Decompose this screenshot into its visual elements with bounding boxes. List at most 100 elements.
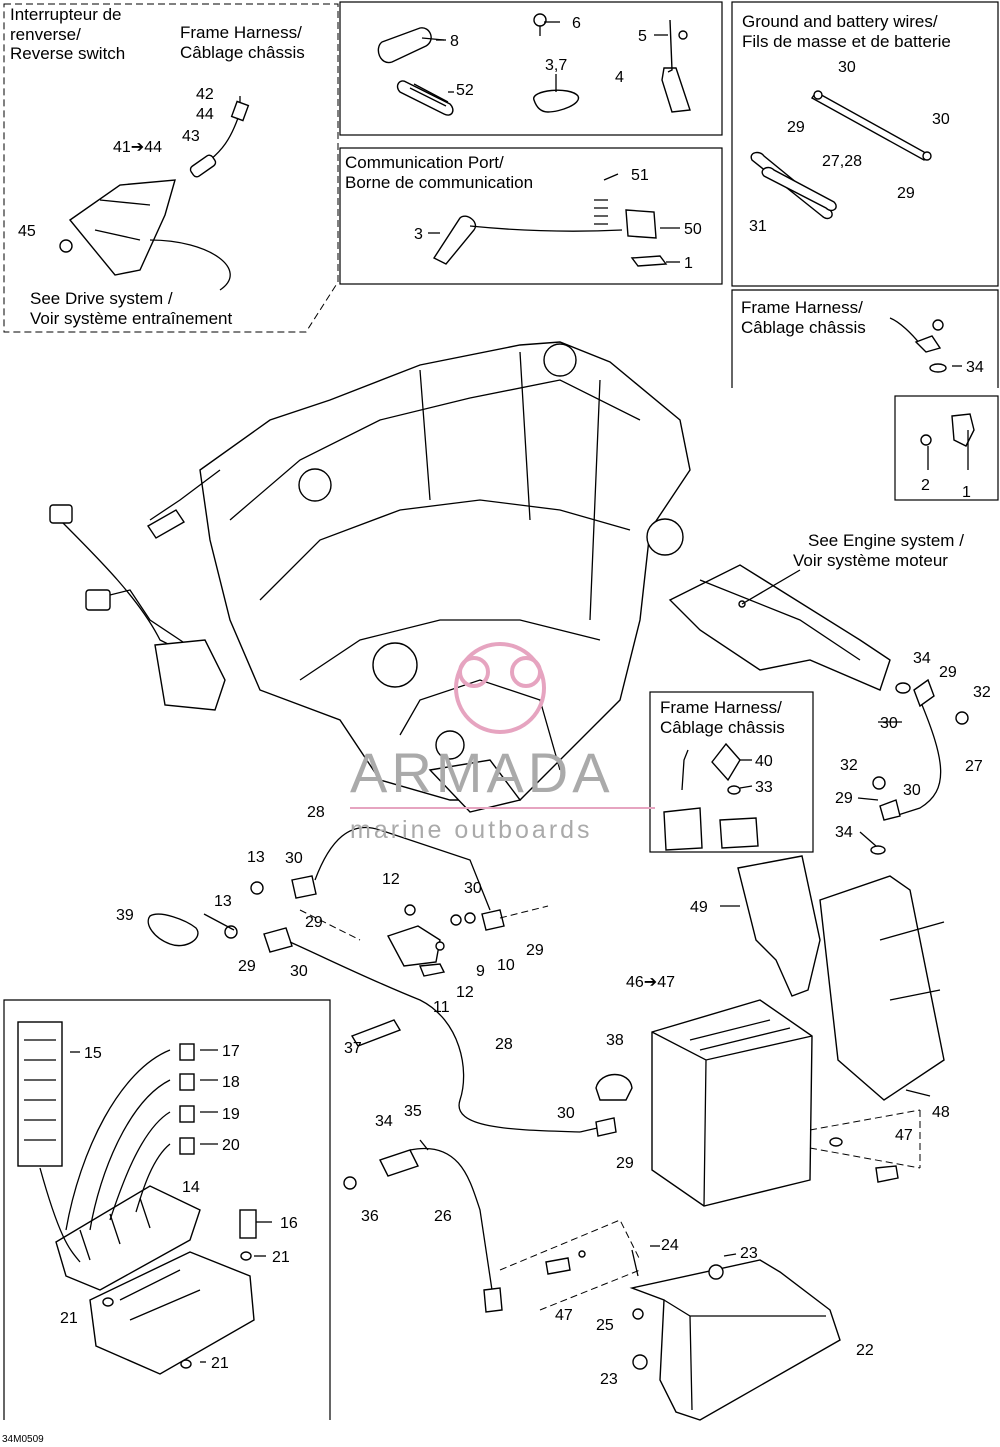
callout-27-28: 27,28 xyxy=(822,153,862,170)
frame-harness-top-title-1: Frame Harness/ xyxy=(741,298,863,317)
callout-3: 3 xyxy=(414,226,423,243)
figure-code: 34M0509 xyxy=(2,1434,44,1445)
callout-29-battery: 29 xyxy=(616,1155,634,1172)
callout-29-solenoid-a: 29 xyxy=(305,914,323,931)
callout-2: 2 xyxy=(921,477,930,494)
callout-30-solenoid-a: 30 xyxy=(285,850,303,867)
comm-port-title-2: Borne de communication xyxy=(345,173,533,192)
frame-harness-top-inset-frame xyxy=(731,289,999,388)
callout-28-bottom: 28 xyxy=(495,1036,513,1053)
callout-30-top: 30 xyxy=(838,59,856,76)
callout-34-cable27: 34 xyxy=(913,650,931,667)
ground-battery-inset-frame xyxy=(731,1,999,287)
ground-battery-title-1: Ground and battery wires/ xyxy=(742,12,938,31)
callouts: 42 44 43 41➔44 45 8 6 5 3,7 4 52 30 29 3… xyxy=(18,15,991,1388)
cable-26 xyxy=(343,1139,503,1313)
callout-11: 11 xyxy=(433,999,450,1016)
callout-29-solenoid-b: 29 xyxy=(526,942,544,959)
battery-tray-22 xyxy=(499,1219,841,1421)
callout-44: 44 xyxy=(196,106,214,123)
callout-30-solenoid-b: 30 xyxy=(464,880,482,897)
fuse-box-assembly xyxy=(17,1021,257,1375)
callout-38: 38 xyxy=(606,1032,624,1049)
callout-31: 31 xyxy=(749,218,767,235)
callout-42: 42 xyxy=(196,86,214,103)
ground-cable-27 xyxy=(870,678,969,855)
callout-36: 36 xyxy=(361,1208,379,1225)
callout-30-right: 30 xyxy=(932,111,950,128)
callout-1-bracket: 1 xyxy=(962,484,971,501)
callout-30-cable27-bottom: 30 xyxy=(903,782,921,799)
callout-16: 16 xyxy=(280,1215,298,1232)
callout-5: 5 xyxy=(638,28,647,45)
engine-system-note-1: See Engine system / xyxy=(808,531,964,550)
ground-battery-parts xyxy=(750,90,932,220)
callout-41-44: 41➔44 xyxy=(113,139,162,156)
callout-32-cable27-bottom: 32 xyxy=(840,757,858,774)
callout-19: 19 xyxy=(222,1106,240,1123)
fuse-box-inset-frame xyxy=(3,999,331,1420)
callout-15: 15 xyxy=(84,1045,102,1062)
fasteners-inset-frame xyxy=(339,1,723,136)
callout-29-left: 29 xyxy=(787,119,805,136)
callout-21-left: 21 xyxy=(60,1310,78,1327)
callout-30-cable27-top: 30 xyxy=(880,715,898,732)
callout-37: 37 xyxy=(344,1040,362,1057)
callout-13-bottom: 13 xyxy=(214,893,232,910)
communication-port-inset-frame xyxy=(339,147,723,285)
see-drive-system-1: See Drive system / xyxy=(30,289,173,308)
callout-24: 24 xyxy=(661,1237,679,1254)
callout-33: 33 xyxy=(755,779,773,796)
reverse-switch-title-2: renverse/ xyxy=(10,25,81,44)
callout-23-bottom: 23 xyxy=(600,1371,618,1388)
engine-mount-bracket xyxy=(668,564,891,691)
callout-14: 14 xyxy=(182,1179,200,1196)
callout-4: 4 xyxy=(615,69,624,86)
callout-22: 22 xyxy=(856,1342,874,1359)
callout-25: 25 xyxy=(596,1317,614,1334)
callout-21-right: 21 xyxy=(272,1249,290,1266)
callout-34-cable27-bottom: 34 xyxy=(835,824,853,841)
communication-port-parts xyxy=(432,199,668,267)
frame-harness-mid-parts xyxy=(663,742,759,851)
callout-29-solenoid-c: 29 xyxy=(238,958,256,975)
callout-51: 51 xyxy=(631,167,649,184)
frame-harness-mid-title-2: Câblage châssis xyxy=(660,718,785,737)
callout-39: 39 xyxy=(116,907,134,924)
leader-engine-note xyxy=(741,569,801,605)
callout-6: 6 xyxy=(572,15,581,32)
callout-34-cable26: 34 xyxy=(375,1113,393,1130)
callout-17: 17 xyxy=(222,1043,240,1060)
reverse-switch-assembly xyxy=(59,100,250,291)
bracket-inset-frame xyxy=(894,395,999,501)
reverse-harness-title-2: Câblage châssis xyxy=(180,43,305,62)
callout-29-cable27: 29 xyxy=(939,664,957,681)
callout-35: 35 xyxy=(404,1103,422,1120)
reverse-switch-inset-frame xyxy=(3,3,339,333)
callout-49: 49 xyxy=(690,899,708,916)
battery-and-covers xyxy=(579,855,945,1207)
callout-30-battery: 30 xyxy=(557,1105,575,1122)
reverse-harness-title-1: Frame Harness/ xyxy=(180,23,302,42)
callout-8: 8 xyxy=(450,33,459,50)
callout-21-bottom: 21 xyxy=(211,1355,229,1372)
callout-28-top: 28 xyxy=(307,804,325,821)
callout-50: 50 xyxy=(684,221,702,238)
fasteners-parts xyxy=(377,13,691,116)
callout-48: 48 xyxy=(932,1104,950,1121)
fuse-label-decal xyxy=(17,1021,63,1167)
callout-34-top: 34 xyxy=(966,359,984,376)
engine-assembly xyxy=(49,341,691,813)
callout-43: 43 xyxy=(182,128,200,145)
callout-32-cable27-top: 32 xyxy=(973,684,991,701)
frame-harness-top-parts xyxy=(889,317,947,373)
callout-9: 9 xyxy=(476,963,485,980)
callout-13-top: 13 xyxy=(247,849,265,866)
callout-40: 40 xyxy=(755,753,773,770)
see-drive-system-2: Voir système entraînement xyxy=(30,309,232,328)
callout-46-47: 46➔47 xyxy=(626,974,675,991)
callout-45: 45 xyxy=(18,223,36,240)
callout-12-bottom: 12 xyxy=(456,984,474,1001)
callout-26: 26 xyxy=(434,1208,452,1225)
